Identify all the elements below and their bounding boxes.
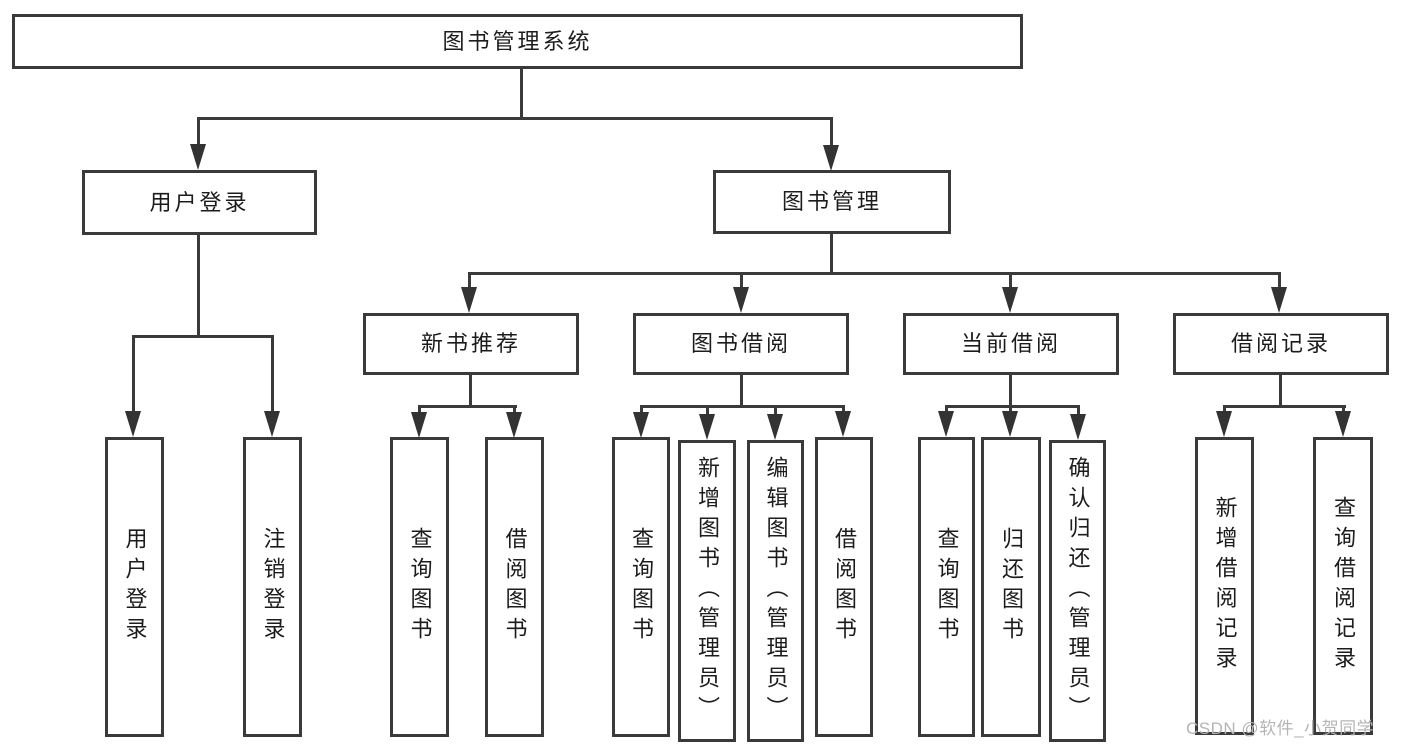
connector-stub xyxy=(513,405,516,415)
leaf-records-query: 查询借阅记录 xyxy=(1313,437,1373,735)
connector-stub xyxy=(1077,405,1080,417)
node-borrow-records: 借阅记录 xyxy=(1173,313,1389,375)
arrow-down-icon xyxy=(1070,414,1086,440)
leaf-borrow-query: 查询图书 xyxy=(612,437,670,737)
connector-stub xyxy=(640,405,643,415)
arrow-down-icon xyxy=(733,287,749,313)
leaf-current-query: 查询图书 xyxy=(918,437,975,737)
arrow-down-icon xyxy=(1002,411,1018,437)
connector-bookborrow-trunk xyxy=(740,375,743,407)
connector-stub-leaf-logout xyxy=(271,335,274,413)
connector-stub xyxy=(418,405,421,415)
arrow-down-icon xyxy=(699,414,715,440)
watermark: CSDN @软件_小贺同学 xyxy=(1186,719,1375,738)
connector-stub-new-book xyxy=(468,272,471,289)
leaf-current-confirm-admin: 确认归还（管理员） xyxy=(1049,440,1106,742)
connector-newbook-rail xyxy=(418,405,517,408)
leaf-records-add: 新增借阅记录 xyxy=(1195,437,1254,735)
connector-newbook-trunk xyxy=(469,375,472,407)
node-book-borrow: 图书借阅 xyxy=(633,313,849,375)
leaf-newbook-query: 查询图书 xyxy=(390,437,449,737)
connector-level1-rail xyxy=(197,117,833,120)
node-current-borrow: 当前借阅 xyxy=(903,313,1119,375)
connector-stub-leaf-login xyxy=(132,335,135,413)
node-user-login: 用户登录 xyxy=(82,170,317,235)
connector-user-trunk xyxy=(197,234,200,337)
connector-stub xyxy=(1342,405,1345,415)
leaf-logout: 注销登录 xyxy=(243,437,302,737)
connector-stub xyxy=(842,405,845,415)
arrow-down-icon xyxy=(411,412,427,438)
arrow-down-icon xyxy=(264,411,280,437)
connector-bookborrow-rail xyxy=(640,405,845,408)
leaf-borrow-add-admin: 新增图书（管理员） xyxy=(678,440,736,742)
arrow-down-icon xyxy=(767,414,783,440)
arrow-down-icon xyxy=(1271,287,1287,313)
connector-borrowrecords-rail xyxy=(1223,405,1346,408)
connector-stub-book-borrow xyxy=(740,272,743,289)
connector-stub-current-borrow xyxy=(1009,272,1012,289)
arrow-down-icon xyxy=(190,144,206,170)
leaf-borrow-borrow: 借阅图书 xyxy=(815,437,873,737)
arrow-down-icon xyxy=(938,411,954,437)
connector-stub xyxy=(1009,405,1012,415)
connector-currentborrow-trunk xyxy=(1009,375,1012,407)
connector-book-trunk xyxy=(830,234,833,274)
arrow-down-icon xyxy=(461,287,477,313)
connector-stub-borrow-records xyxy=(1278,272,1281,289)
node-book-mgmt: 图书管理 xyxy=(713,170,951,234)
arrow-down-icon xyxy=(506,412,522,438)
node-new-book-rec: 新书推荐 xyxy=(363,313,579,375)
leaf-newbook-borrow: 借阅图书 xyxy=(485,437,544,737)
leaf-current-return: 归还图书 xyxy=(981,437,1041,737)
arrow-down-icon xyxy=(1335,411,1351,437)
leaf-user-login: 用户登录 xyxy=(105,437,164,737)
connector-stub-book-mgmt xyxy=(830,117,833,146)
arrow-down-icon xyxy=(1002,287,1018,313)
connector-root-trunk xyxy=(520,69,523,118)
connector-stub xyxy=(774,405,777,417)
connector-level3-rail xyxy=(468,272,1281,275)
connector-borrowrecords-trunk xyxy=(1279,375,1282,407)
arrow-down-icon xyxy=(823,145,839,171)
connector-user-rail xyxy=(132,335,273,338)
connector-stub xyxy=(1223,405,1226,415)
connector-currentborrow-rail xyxy=(945,405,1080,408)
arrow-down-icon xyxy=(633,412,649,438)
arrow-down-icon xyxy=(835,411,851,437)
leaf-borrow-edit-admin: 编辑图书（管理员） xyxy=(747,440,804,742)
node-root: 图书管理系统 xyxy=(12,14,1023,69)
connector-stub xyxy=(706,405,709,417)
arrow-down-icon xyxy=(125,411,141,437)
arrow-down-icon xyxy=(1216,411,1232,437)
connector-stub xyxy=(945,405,948,415)
connector-stub-user-login xyxy=(197,117,200,146)
